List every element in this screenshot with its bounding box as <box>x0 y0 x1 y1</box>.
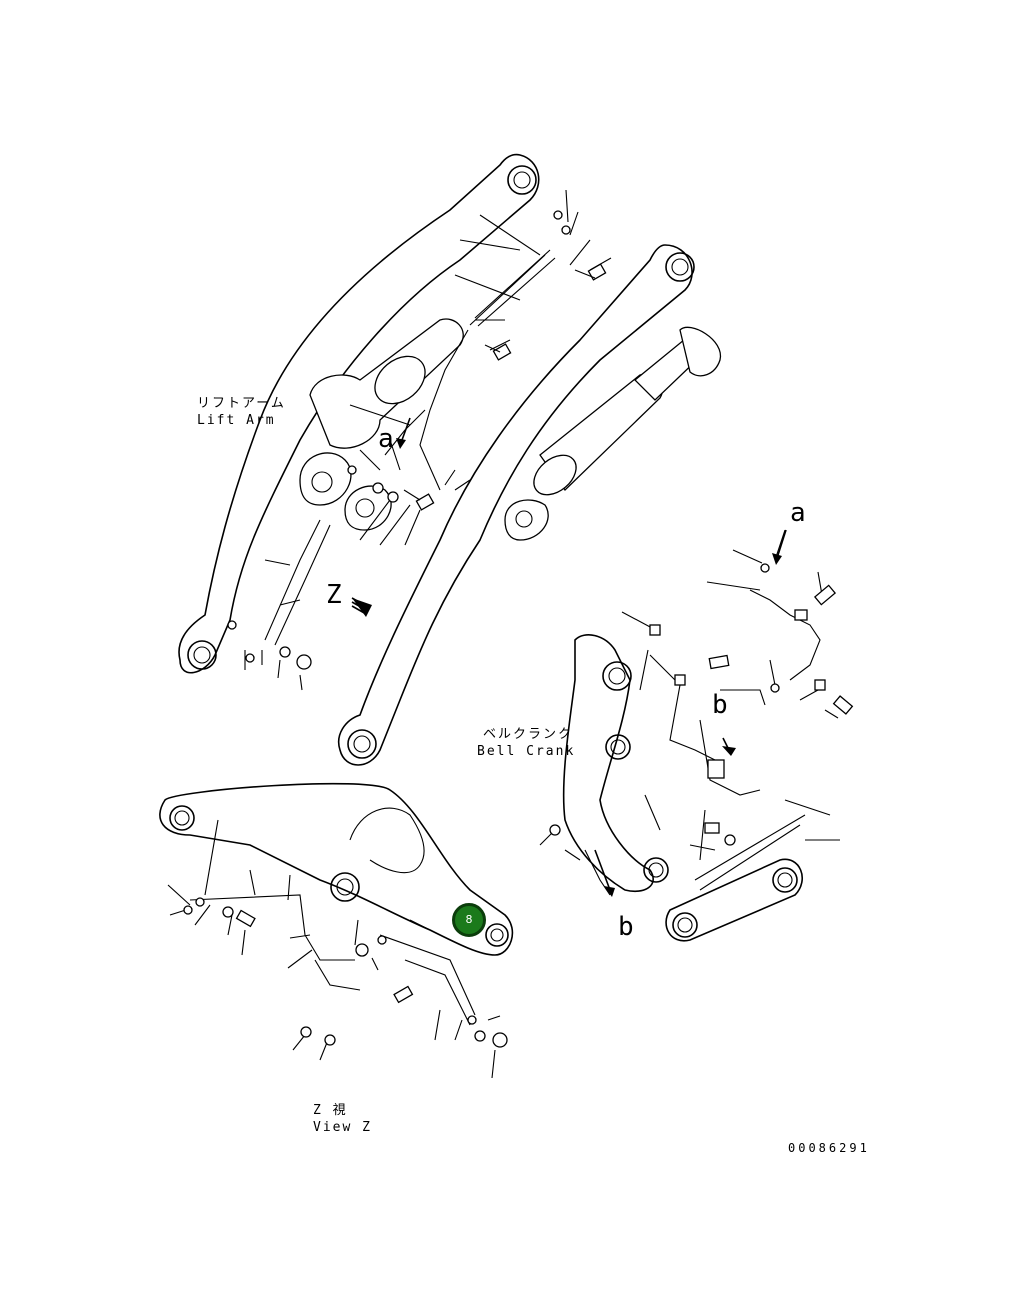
ref-letter-z: Z <box>326 580 342 610</box>
cylinder-left <box>299 318 464 531</box>
ref-letter-a-lift: a <box>378 424 394 454</box>
bell-crank-assembly <box>562 589 821 942</box>
lift-arm-label-en: Lift Arm <box>197 413 276 428</box>
bell-crank-label-en: Bell Crank <box>477 744 576 759</box>
ref-letter-b-bell-top: b <box>712 690 728 720</box>
ref-letter-a-bell: a <box>790 498 806 528</box>
view-z-assembly <box>159 782 514 1026</box>
bell-crank-label-jp: ベルクランク <box>483 727 574 742</box>
drawing-number: 00086291 <box>788 1141 870 1155</box>
view-z-arrow <box>351 597 372 617</box>
leader-lines-lift-arm <box>244 189 612 691</box>
lift-arm-right <box>338 244 695 766</box>
part-callout-marker[interactable]: 8 <box>452 903 486 937</box>
view-z-label-en: View Z <box>313 1120 372 1135</box>
cylinder-right <box>504 326 721 541</box>
small-parts-lift-arm <box>227 210 607 670</box>
leader-lines-view-z <box>167 819 508 1079</box>
ref-letter-b-bell-bottom: b <box>618 912 634 942</box>
lift-arm-left <box>178 153 540 674</box>
lift-arm-label-jp: リフトアーム <box>197 396 286 411</box>
view-z-label-jp: Z 視 <box>313 1103 348 1118</box>
hose-lines-lift-arm <box>264 214 556 646</box>
leader-lines-bell-crank <box>396 417 854 897</box>
